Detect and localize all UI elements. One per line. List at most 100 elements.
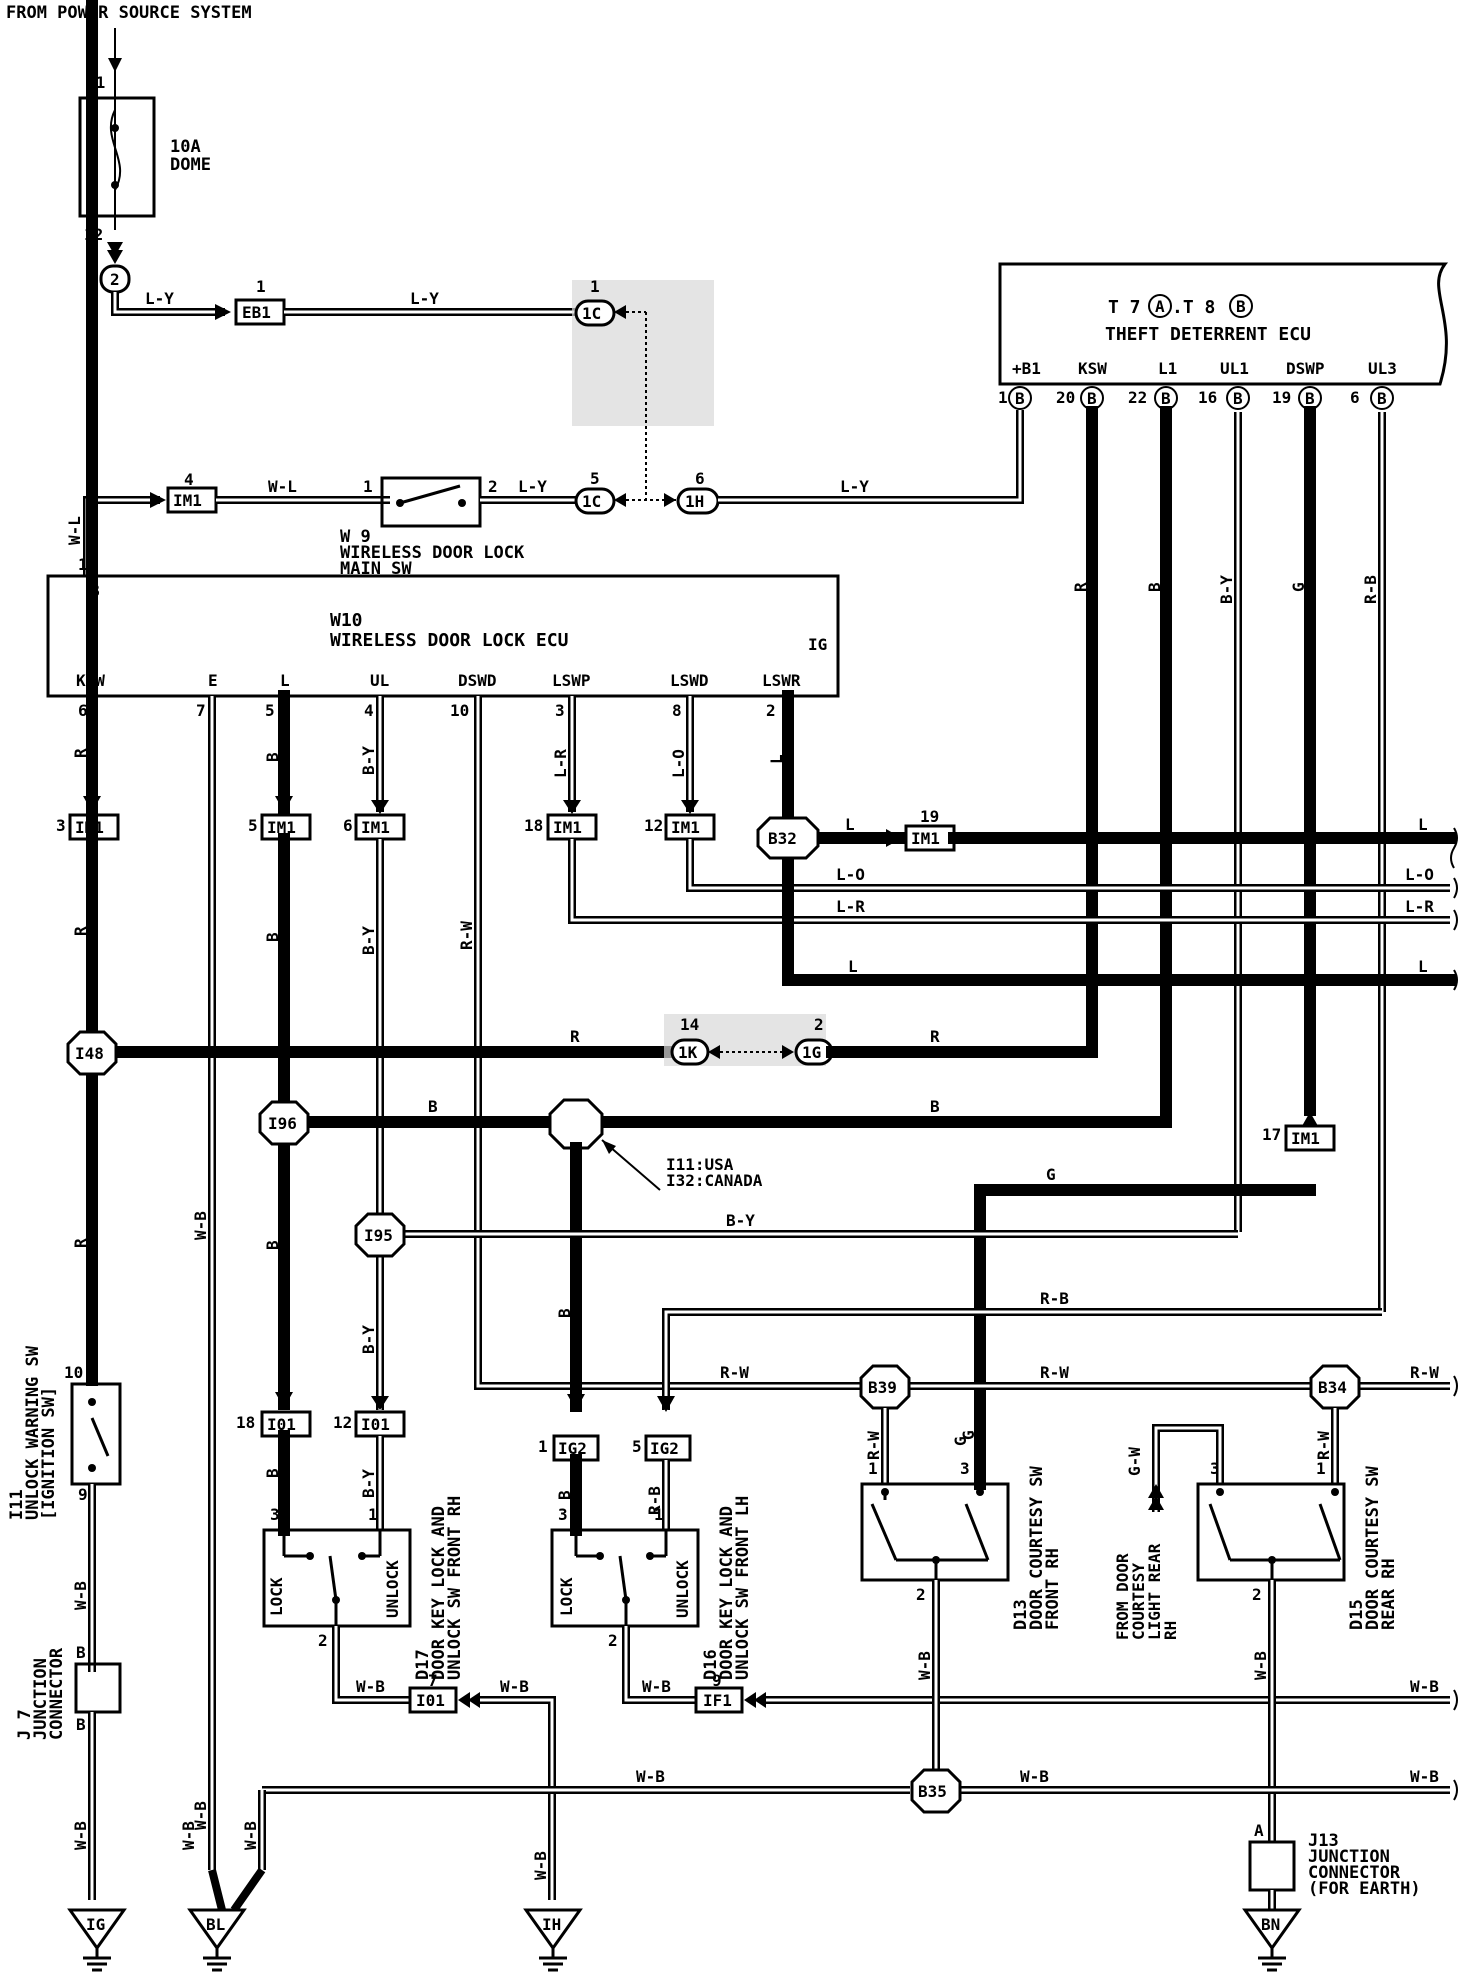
connector-im1-lswp xyxy=(546,813,598,841)
svg-text:1: 1 xyxy=(868,1459,878,1478)
w10-name: WIRELESS DOOR LOCK ECU xyxy=(330,630,568,651)
svg-text:B32: B32 xyxy=(768,829,797,848)
note-canada: I32:CANADA xyxy=(666,1171,763,1190)
j7-box xyxy=(74,1662,122,1714)
svg-text:L-Y: L-Y xyxy=(145,289,174,308)
svg-text:7: 7 xyxy=(428,1671,438,1690)
svg-text:L-Y: L-Y xyxy=(410,289,439,308)
svg-text:W-B: W-B xyxy=(1410,1677,1439,1696)
svg-text:18: 18 xyxy=(236,1413,255,1432)
power-source-label: FROM POWER SOURCE SYSTEM xyxy=(6,3,252,23)
splice-i96 xyxy=(258,1100,310,1146)
svg-text:.T 8: .T 8 xyxy=(1172,297,1215,318)
d15-id: D15 xyxy=(1347,1599,1367,1630)
svg-text:19: 19 xyxy=(1272,388,1291,407)
svg-text:I96: I96 xyxy=(268,1114,297,1133)
svg-text:E: E xyxy=(208,671,218,690)
svg-text:UL3: UL3 xyxy=(1368,359,1397,378)
svg-text:W-B: W-B xyxy=(179,1821,198,1850)
svg-text:2: 2 xyxy=(608,1631,618,1650)
svg-text:22: 22 xyxy=(1128,388,1147,407)
svg-text:+B1: +B1 xyxy=(1012,359,1041,378)
svg-text:G: G xyxy=(1046,1165,1056,1184)
svg-text:L-O: L-O xyxy=(669,749,688,778)
j13-name3: (FOR EARTH) xyxy=(1308,1879,1421,1899)
connector-1c-top xyxy=(574,299,616,327)
svg-text:19: 19 xyxy=(920,807,939,826)
svg-text:20: 20 xyxy=(1056,388,1075,407)
d13-name: DOOR COURTESY SW xyxy=(1027,1465,1047,1630)
svg-text:10: 10 xyxy=(64,1363,83,1382)
svg-text:UNLOCK: UNLOCK xyxy=(383,1560,402,1618)
j13-id: J13 xyxy=(1308,1831,1339,1851)
svg-text:R-W: R-W xyxy=(1314,1431,1333,1460)
svg-text:B: B xyxy=(76,1643,86,1662)
note-usa: I11:USA xyxy=(666,1155,734,1174)
svg-text:R-W: R-W xyxy=(457,921,476,950)
svg-text:3: 3 xyxy=(558,1505,568,1524)
svg-text:R-W: R-W xyxy=(1040,1363,1069,1382)
svg-text:W-L: W-L xyxy=(65,516,84,545)
svg-text:3: 3 xyxy=(555,701,565,720)
svg-text:I01: I01 xyxy=(416,1691,445,1710)
svg-text:A: A xyxy=(1254,1821,1264,1840)
svg-text:IG: IG xyxy=(808,635,827,654)
svg-text:B-Y: B-Y xyxy=(359,926,378,955)
ground-bn: BN xyxy=(1242,1908,1302,1972)
fuse-rating: 10A xyxy=(170,137,201,157)
from-door-2: COURTESY xyxy=(1129,1563,1148,1640)
svg-text:IM1: IM1 xyxy=(553,818,582,837)
svg-text:16: 16 xyxy=(1198,388,1217,407)
svg-text:1: 1 xyxy=(998,388,1008,407)
svg-text:B: B xyxy=(1233,389,1243,408)
svg-text:IM1: IM1 xyxy=(911,829,940,848)
svg-text:IM1: IM1 xyxy=(267,818,296,837)
svg-text:G: G xyxy=(951,1436,970,1446)
svg-text:W-B: W-B xyxy=(191,1801,210,1830)
i11-switch-box xyxy=(70,1382,122,1486)
svg-text:I95: I95 xyxy=(364,1226,393,1245)
d13-name2: FRONT RH xyxy=(1043,1548,1063,1630)
svg-text:R: R xyxy=(930,1027,940,1046)
svg-text:B-Y: B-Y xyxy=(359,1469,378,1498)
svg-text:G-W: G-W xyxy=(1125,1447,1144,1476)
d13-id: D13 xyxy=(1011,1599,1031,1630)
svg-text:B35: B35 xyxy=(918,1782,947,1801)
svg-text:3: 3 xyxy=(960,1459,970,1478)
theft-ecu-box xyxy=(998,262,1449,386)
svg-text:B: B xyxy=(263,1468,282,1478)
svg-text:2: 2 xyxy=(318,1631,328,1650)
svg-text:W-B: W-B xyxy=(356,1677,385,1696)
svg-text:IM1: IM1 xyxy=(361,818,390,837)
svg-text:B: B xyxy=(263,932,282,942)
svg-text:B: B xyxy=(76,1715,86,1734)
svg-text:W-B: W-B xyxy=(1251,1651,1270,1680)
svg-text:L-Y: L-Y xyxy=(840,477,869,496)
svg-text:L: L xyxy=(1418,815,1428,834)
svg-text:LSWD: LSWD xyxy=(670,671,709,690)
svg-text:12: 12 xyxy=(644,816,663,835)
splice-b32 xyxy=(756,816,820,860)
svg-text:DSWP: DSWP xyxy=(1286,359,1325,378)
svg-text:LSWR: LSWR xyxy=(762,671,801,690)
w10-id: W10 xyxy=(330,610,363,631)
svg-text:L-Y: L-Y xyxy=(518,477,547,496)
theft-ecu-name: THEFT DETERRENT ECU xyxy=(1105,324,1311,345)
svg-text:B: B xyxy=(1236,297,1246,316)
svg-text:1C: 1C xyxy=(582,304,601,323)
svg-text:B: B xyxy=(263,752,282,762)
svg-text:9: 9 xyxy=(78,1485,88,1504)
svg-text:W-B: W-B xyxy=(191,1211,210,1240)
svg-text:L-R: L-R xyxy=(836,897,865,916)
svg-text:6: 6 xyxy=(343,816,353,835)
svg-text:B-Y: B-Y xyxy=(359,746,378,775)
svg-text:B-Y: B-Y xyxy=(359,1325,378,1354)
svg-text:R-B: R-B xyxy=(1040,1289,1069,1308)
svg-text:L1: L1 xyxy=(1158,359,1177,378)
svg-text:L-O: L-O xyxy=(836,865,865,884)
svg-text:R: R xyxy=(71,1238,90,1248)
svg-text:W-B: W-B xyxy=(642,1677,671,1696)
svg-text:L: L xyxy=(280,671,290,690)
svg-text:R: R xyxy=(71,748,90,758)
svg-text:8: 8 xyxy=(672,701,682,720)
